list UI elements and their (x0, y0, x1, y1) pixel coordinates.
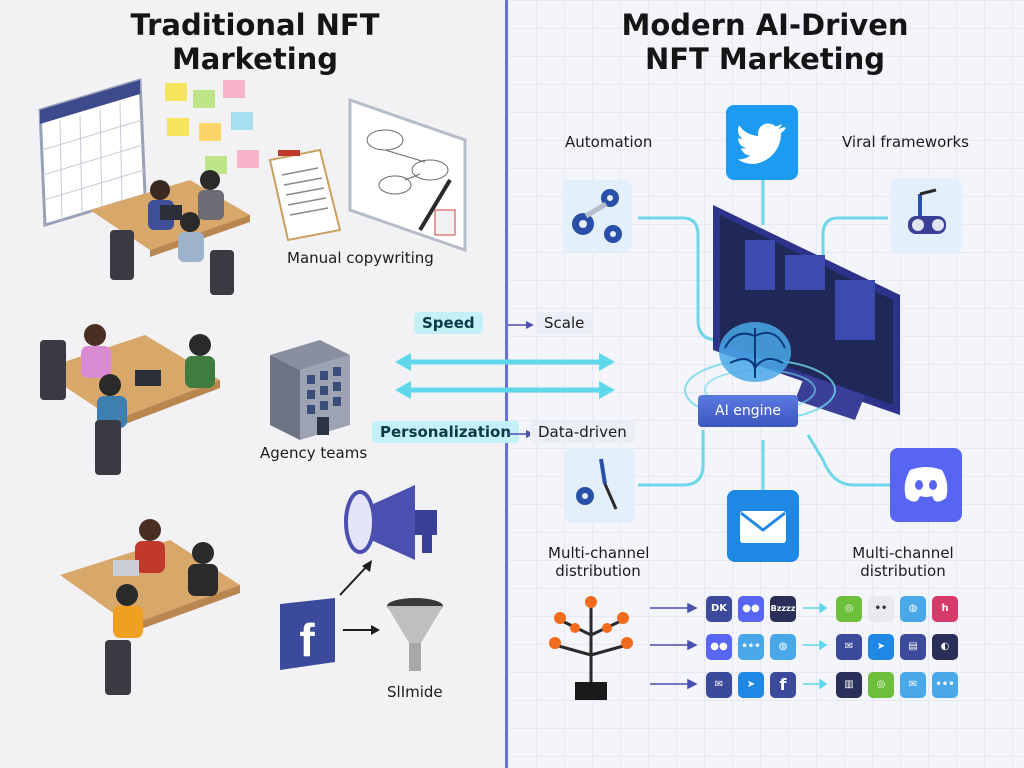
email-row2-icon: ✉ (836, 634, 862, 660)
office-desk-scene-3 (60, 519, 240, 695)
facebook-row3-icon: f (770, 672, 796, 698)
robot-arm-icon (908, 188, 946, 234)
office-building-icon (270, 340, 350, 440)
send-row3-icon: ✉ (900, 672, 926, 698)
sticky-notes-icon (165, 80, 259, 174)
slimide-label: SlImide (387, 683, 443, 701)
svg-text:f: f (299, 614, 315, 666)
twitter-tile (726, 105, 798, 180)
funnel-arrows (339, 560, 380, 635)
discord-icon (904, 467, 948, 502)
viral-frameworks-tile (890, 178, 962, 254)
chat-row3-icon: ••• (932, 672, 958, 698)
manual-copywriting-label: Manual copywriting (287, 249, 434, 267)
h-platform-icon: h (932, 596, 958, 622)
soldering-robot-icon (576, 458, 618, 510)
modern-title: Modern AI-Driven NFT Marketing (560, 8, 970, 76)
traditional-title: Traditional NFT Marketing (60, 8, 450, 76)
bzzzz-platform-icon: Bzzzz (770, 596, 796, 622)
facebook-icon: f (280, 598, 335, 670)
office-desk-scene-2 (40, 324, 220, 475)
automation-tile (562, 180, 632, 252)
speed-arrow (508, 321, 534, 329)
message-row2-icon: ▤ (900, 634, 926, 660)
discord-tile (890, 448, 962, 522)
scale-chip: Scale (536, 312, 593, 334)
chat-row2-icon: ••• (738, 634, 764, 660)
email-row3-icon: ✉ (706, 672, 732, 698)
multichannel-left-line2: distribution (555, 562, 641, 580)
telegram-row3-icon: ➤ (738, 672, 764, 698)
multichannel-right-line1: Multi-channel (852, 544, 954, 562)
multichannel-right-label: Multi-channel distribution (848, 544, 958, 580)
multichannel-left-label: Multi-channel distribution (548, 544, 650, 580)
brain-icon (719, 322, 791, 382)
telegram-row2-icon: ➤ (868, 634, 894, 660)
whiteboard-icon (348, 97, 467, 253)
email-tile (727, 490, 799, 562)
traditional-title-line1: Traditional NFT (130, 8, 380, 42)
discord-small-icon: ●● (738, 596, 764, 622)
multichannel-left-tile (565, 448, 635, 523)
globe-platform-icon: ◍ (900, 596, 926, 622)
gears-robot-arm-icon (572, 189, 622, 243)
dk-platform-icon: DK (706, 596, 732, 622)
office-desk-scene-1 (90, 170, 250, 295)
speed-chip: Speed (414, 312, 483, 334)
automation-label: Automation (565, 133, 653, 151)
multichannel-right-line2: distribution (860, 562, 946, 580)
ai-engine-box: AI engine (698, 395, 798, 427)
modern-title-line1: Modern AI-Driven (621, 8, 909, 42)
reader-row3-icon: ▥ (836, 672, 862, 698)
multichannel-left-line1: Multi-channel (548, 544, 650, 562)
green-row3-icon: ◎ (868, 672, 894, 698)
megaphone-icon (344, 485, 437, 560)
fire-tree-icon (549, 596, 633, 700)
agency-teams-label: Agency teams (260, 444, 368, 462)
green-platform-icon: ◎ (836, 596, 862, 622)
center-divider (505, 0, 508, 768)
eyes-platform-icon: •• (868, 596, 894, 622)
connection-lines (638, 180, 893, 490)
traditional-title-line2: Marketing (171, 42, 339, 76)
distribution-arrows (650, 602, 828, 690)
email-icon (740, 511, 786, 543)
data-driven-chip: Data-driven (530, 421, 635, 443)
document-icon (268, 148, 342, 242)
personalization-chip: Personalization (372, 421, 520, 443)
viral-frameworks-label: Viral frameworks (842, 133, 969, 151)
globe-row2-icon: ◍ (770, 634, 796, 660)
funnel-icon (387, 598, 443, 671)
compass-row2-icon: ◐ (932, 634, 958, 660)
discord-row2-icon: ●● (706, 634, 732, 660)
comparison-double-arrows (395, 353, 615, 399)
modern-title-line2: NFT Marketing (644, 42, 886, 76)
twitter-icon (738, 123, 786, 164)
